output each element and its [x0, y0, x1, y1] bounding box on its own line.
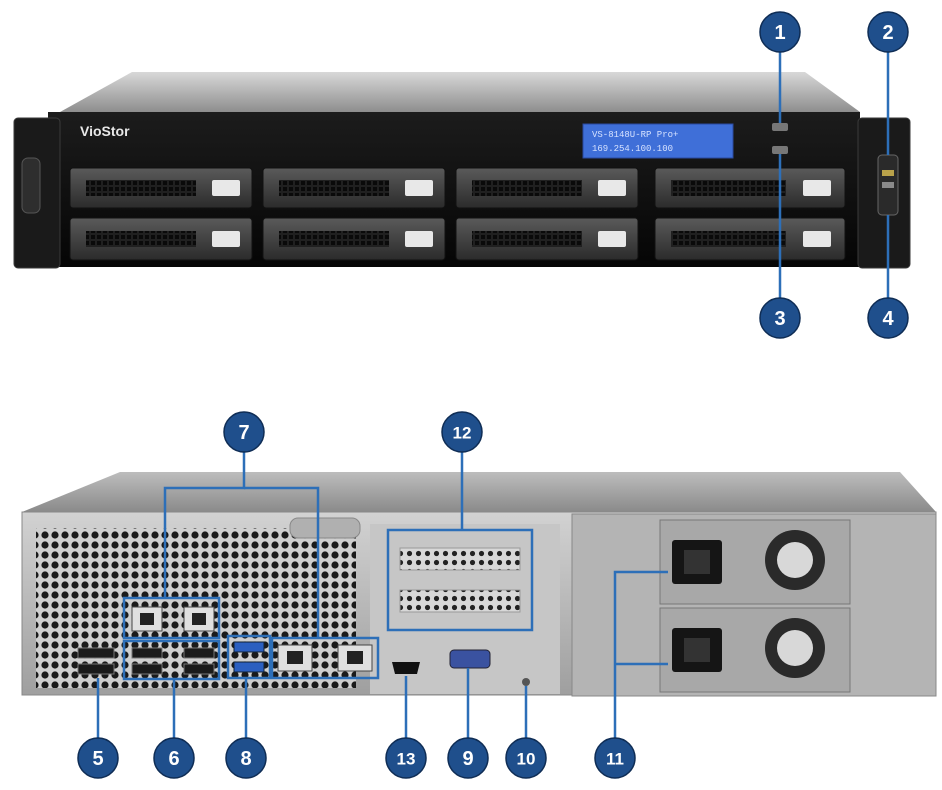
- lcd-line-2: 169.254.100.100: [592, 144, 673, 154]
- rear-top-cover: [22, 472, 936, 512]
- callout-12: 12: [442, 412, 482, 452]
- svg-text:4: 4: [882, 308, 894, 330]
- usb-port[interactable]: [78, 648, 114, 658]
- callout-3: 3: [760, 298, 800, 338]
- callout-1: 1: [760, 12, 800, 52]
- right-button: [882, 182, 894, 188]
- drive-tray[interactable]: [263, 218, 445, 260]
- svg-text:3: 3: [774, 308, 785, 330]
- callout-10: 10: [506, 738, 546, 778]
- power-button[interactable]: [772, 123, 788, 131]
- usb3-port[interactable]: [234, 662, 264, 672]
- callout-9: 9: [448, 738, 488, 778]
- front-unit: VioStor VS-8148U-RP Pro+ 169.254.100.100: [14, 72, 910, 268]
- callout-6: 6: [154, 738, 194, 778]
- pcie-slot-1: [400, 548, 520, 570]
- drive-tray[interactable]: [655, 218, 845, 260]
- drive-tray[interactable]: [70, 218, 252, 260]
- rear-unit: [22, 472, 936, 696]
- usb-port[interactable]: [78, 664, 114, 674]
- reset-button[interactable]: [522, 678, 530, 686]
- svg-text:12: 12: [453, 424, 472, 443]
- drive-tray[interactable]: [70, 168, 252, 208]
- svg-text:13: 13: [397, 750, 416, 769]
- callout-13: 13: [386, 738, 426, 778]
- front-top-cover: [60, 72, 860, 112]
- drive-tray[interactable]: [263, 168, 445, 208]
- lcd-line-1: VS-8148U-RP Pro+: [592, 130, 678, 140]
- callout-2: 2: [868, 12, 908, 52]
- svg-text:11: 11: [606, 750, 624, 769]
- callout-8: 8: [226, 738, 266, 778]
- lcd-button[interactable]: [772, 146, 788, 154]
- svg-text:10: 10: [517, 750, 536, 769]
- usb3-port[interactable]: [234, 642, 264, 652]
- usb-port[interactable]: [132, 664, 162, 674]
- hdmi-port[interactable]: [392, 662, 420, 674]
- drive-tray[interactable]: [456, 168, 638, 208]
- svg-text:9: 9: [462, 748, 473, 770]
- svg-text:2: 2: [882, 22, 893, 44]
- drive-tray[interactable]: [456, 218, 638, 260]
- left-handle: [22, 158, 40, 213]
- right-led: [882, 170, 894, 176]
- usb-port[interactable]: [132, 648, 162, 658]
- callout-4: 4: [868, 298, 908, 338]
- callout-11: 11: [595, 738, 635, 778]
- svg-text:5: 5: [92, 748, 103, 770]
- pcie-slot-2: [400, 590, 520, 612]
- drive-tray[interactable]: [655, 168, 845, 208]
- svg-text:7: 7: [238, 422, 249, 444]
- rear-handle: [290, 518, 360, 538]
- svg-text:6: 6: [168, 748, 179, 770]
- vga-port[interactable]: [450, 650, 490, 668]
- callout-7: 7: [224, 412, 264, 452]
- callout-5: 5: [78, 738, 118, 778]
- usb-port[interactable]: [184, 648, 214, 658]
- usb-port[interactable]: [184, 664, 214, 674]
- svg-text:1: 1: [774, 22, 785, 44]
- brand-logo: VioStor: [80, 123, 130, 139]
- svg-text:8: 8: [240, 748, 251, 770]
